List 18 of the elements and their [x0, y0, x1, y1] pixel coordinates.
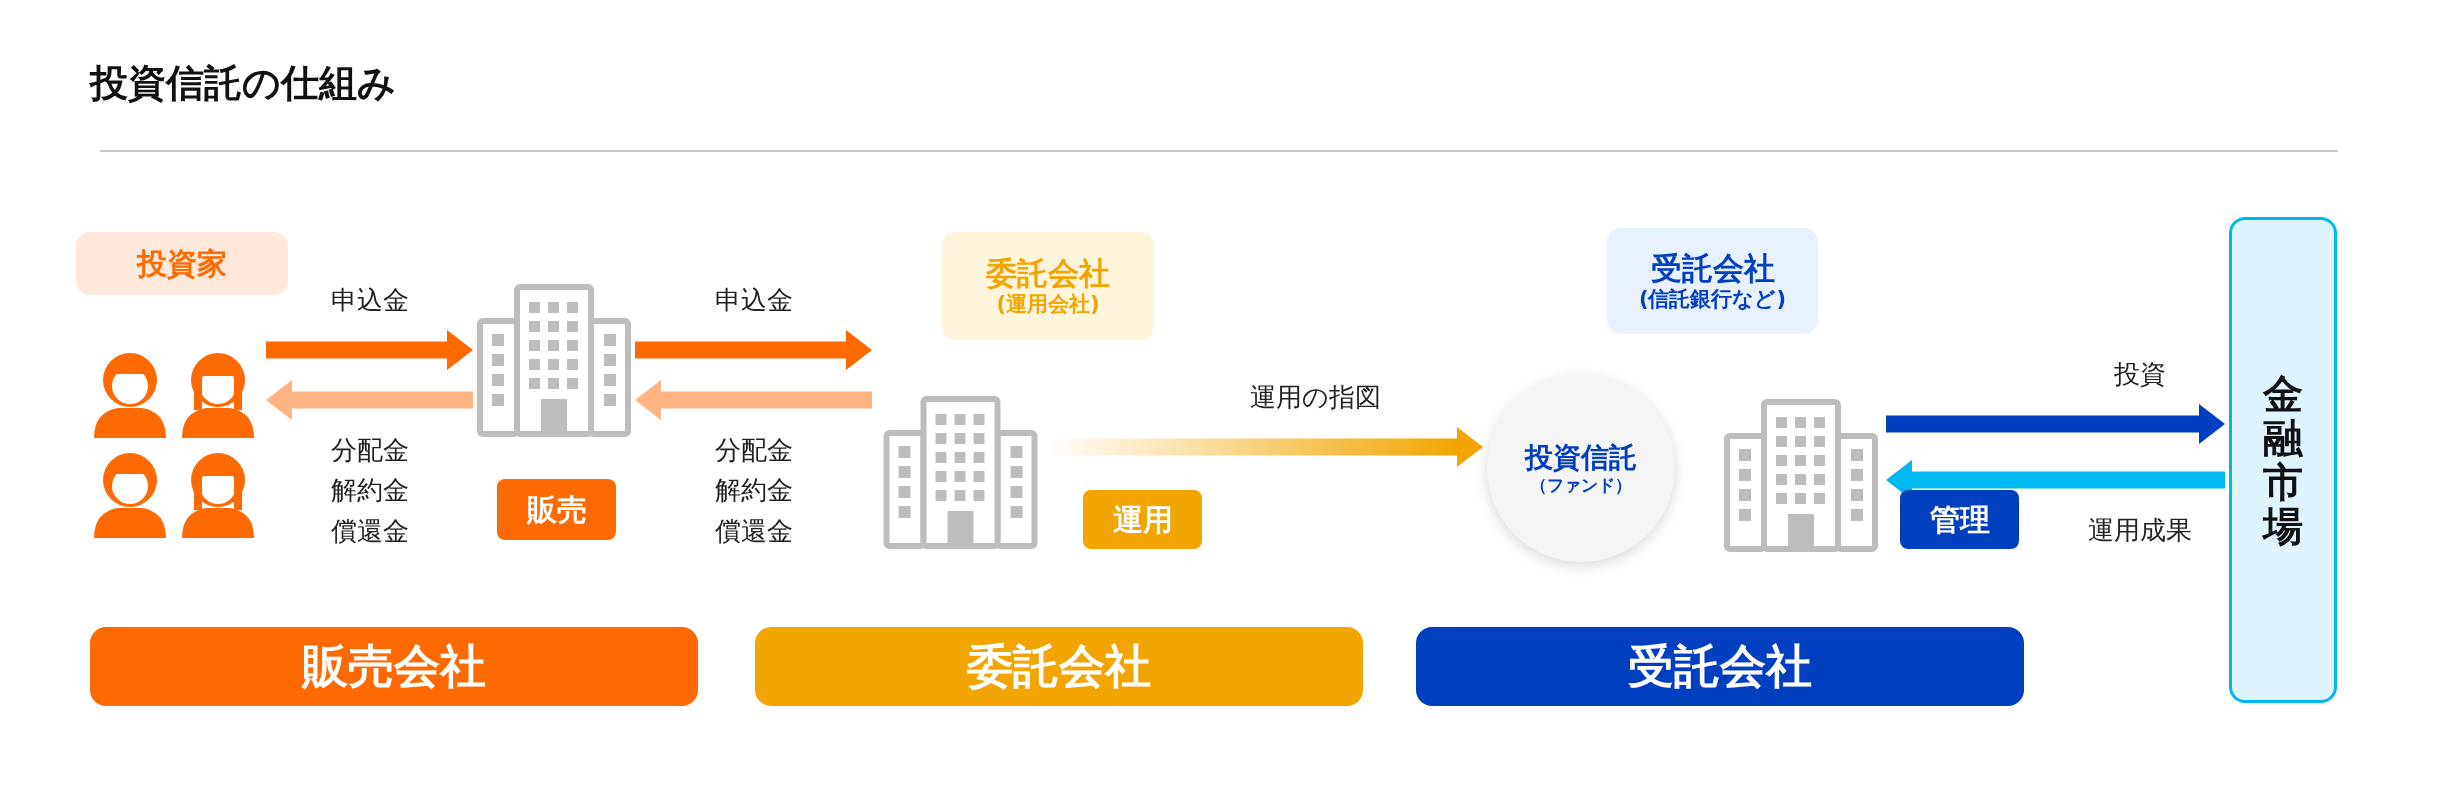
- building-icon: [477, 284, 631, 437]
- arrow: [635, 380, 872, 420]
- company-band: 販売会社: [90, 627, 698, 706]
- arrow: [635, 330, 872, 370]
- tag-label: 受託会社 (信託銀行など): [1607, 228, 1818, 334]
- title: 投資信託の仕組み: [90, 60, 396, 107]
- role-badge: 販売: [497, 479, 616, 540]
- tag-label: 投資家: [76, 232, 288, 295]
- arrow: [266, 380, 473, 420]
- arrow: [1886, 404, 2225, 444]
- company-band: 委託会社: [755, 627, 1363, 706]
- fund-circle: 投資信託 （ファンド）: [1487, 374, 1675, 562]
- role-badge: 管理: [1900, 490, 2019, 549]
- company-band: 受託会社: [1416, 627, 2024, 706]
- market-box: 金融市場: [2229, 217, 2337, 703]
- role-badge: 運用: [1083, 490, 1202, 549]
- tag-label: 委託会社 (運用会社): [942, 232, 1154, 340]
- arrow: [266, 330, 473, 370]
